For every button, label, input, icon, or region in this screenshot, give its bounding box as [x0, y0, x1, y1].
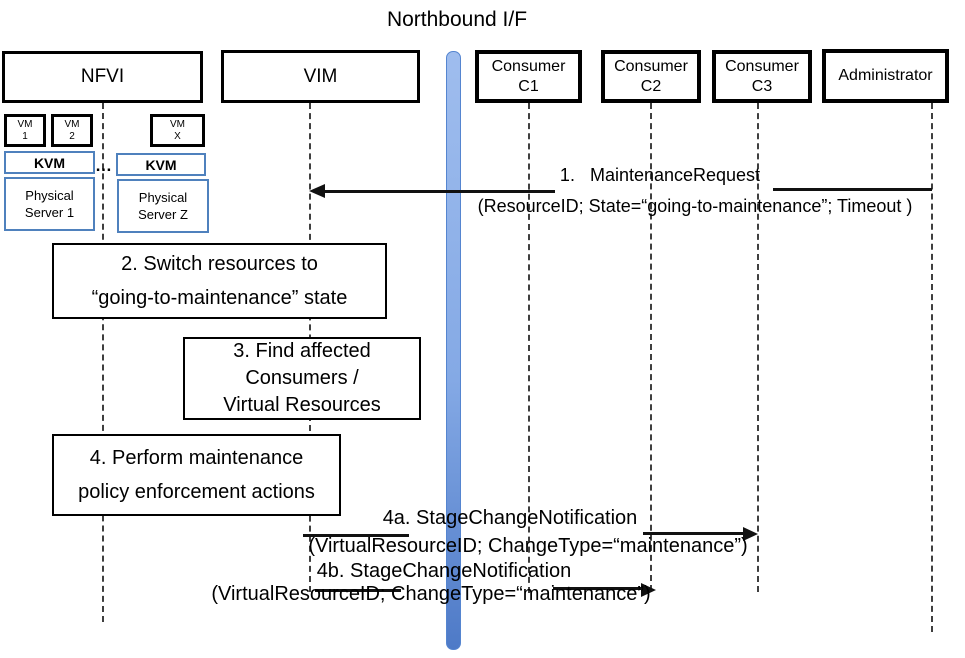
actor-sublabel-c3: C3	[751, 77, 773, 95]
lifeline-consumer-c3	[757, 103, 759, 592]
actor-box-administrator: Administrator	[822, 49, 949, 103]
step-3-line-2: Consumers /	[245, 367, 359, 389]
physical-server-1-box: Physical Server 1	[4, 177, 95, 231]
actor-box-vim: VIM	[221, 50, 420, 103]
message-1-title: 1. MaintenanceRequest	[559, 165, 761, 185]
arrow-line-message-4b-left	[315, 589, 401, 592]
vm-1-box: VM 1	[4, 114, 46, 147]
actor-sublabel-c1: C1	[518, 77, 539, 95]
vm-number: 1	[22, 130, 28, 142]
actor-label-nfvi: NFVI	[80, 66, 125, 87]
arrowhead-right-message-4a	[743, 527, 758, 541]
arrowhead-left-message-1	[309, 184, 325, 198]
vm-number: 2	[69, 130, 75, 142]
arrow-line-message-4b-right	[553, 587, 642, 590]
step-3-box: 3. Find affected Consumers / Virtual Res…	[183, 337, 421, 420]
diagram-title: Northbound I/F	[386, 8, 528, 31]
step-3-line-1: 3. Find affected	[233, 340, 371, 362]
northbound-interface-bar	[446, 51, 461, 650]
vm-number: X	[174, 130, 181, 142]
message-4b-params: (VirtualResourceID; ChangeType=“maintena…	[211, 583, 651, 605]
arrowhead-right-message-4b	[641, 583, 656, 597]
step-2-box: 2. Switch resources to “going-to-mainten…	[52, 243, 387, 319]
kvm-1-box: KVM	[4, 151, 95, 174]
actor-box-consumer-c2: Consumer C2	[601, 50, 701, 103]
lifeline-nfvi	[102, 103, 104, 622]
actor-box-consumer-c3: Consumer C3	[712, 50, 812, 103]
vm-label: VM	[17, 118, 33, 130]
step-2-line-2: “going-to-maintenance” state	[91, 287, 348, 309]
actor-sublabel-c2: C2	[640, 77, 662, 95]
ellipsis: …	[95, 156, 112, 175]
actor-label-consumer: Consumer	[491, 57, 566, 75]
step-3-line-3: Virtual Resources	[223, 394, 381, 416]
actor-label-consumer: Consumer	[614, 57, 688, 75]
server-name: Server Z	[138, 207, 188, 222]
arrow-line-message-1-right	[773, 188, 932, 191]
step-4-box: 4. Perform maintenance policy enforcemen…	[52, 434, 341, 516]
vm-label: VM	[170, 118, 185, 130]
actor-label-administrator: Administrator	[838, 67, 933, 84]
step-4-line-2: policy enforcement actions	[78, 481, 315, 503]
arrow-line-message-4a-right	[643, 532, 744, 535]
step-2-line-1: 2. Switch resources to	[121, 253, 318, 275]
actor-label-vim: VIM	[303, 65, 338, 87]
vm-label: VM	[64, 118, 80, 130]
physical-server-z-box: Physical Server Z	[117, 179, 209, 233]
vm-2-box: VM 2	[51, 114, 93, 147]
server-name: Server 1	[24, 205, 75, 220]
step-4-line-1: 4. Perform maintenance	[89, 447, 304, 469]
message-4b-title: 4b. StageChangeNotification	[316, 560, 572, 582]
vm-x-box: VM X	[150, 114, 205, 147]
kvm-2-box: KVM	[116, 153, 206, 176]
arrow-line-message-1-left	[322, 190, 555, 193]
lifeline-administrator	[931, 103, 933, 632]
actor-box-consumer-c1: Consumer C1	[475, 50, 582, 103]
arrow-line-message-4a-left	[303, 534, 409, 537]
message-4a-title: 4a. StageChangeNotification	[382, 507, 638, 529]
message-4a-params: (VirtualResourceID; ChangeType=“maintena…	[308, 535, 748, 557]
kvm-label: KVM	[33, 154, 66, 171]
server-label: Physical	[138, 190, 188, 205]
actor-box-nfvi: NFVI	[2, 51, 203, 103]
lifeline-consumer-c2	[650, 103, 652, 591]
message-1-params: (ResourceID; State=“going-to-maintenance…	[477, 196, 913, 216]
kvm-label: KVM	[145, 156, 177, 173]
server-label: Physical	[25, 188, 74, 203]
actor-label-consumer: Consumer	[725, 57, 799, 75]
lifeline-consumer-c1	[528, 103, 530, 593]
